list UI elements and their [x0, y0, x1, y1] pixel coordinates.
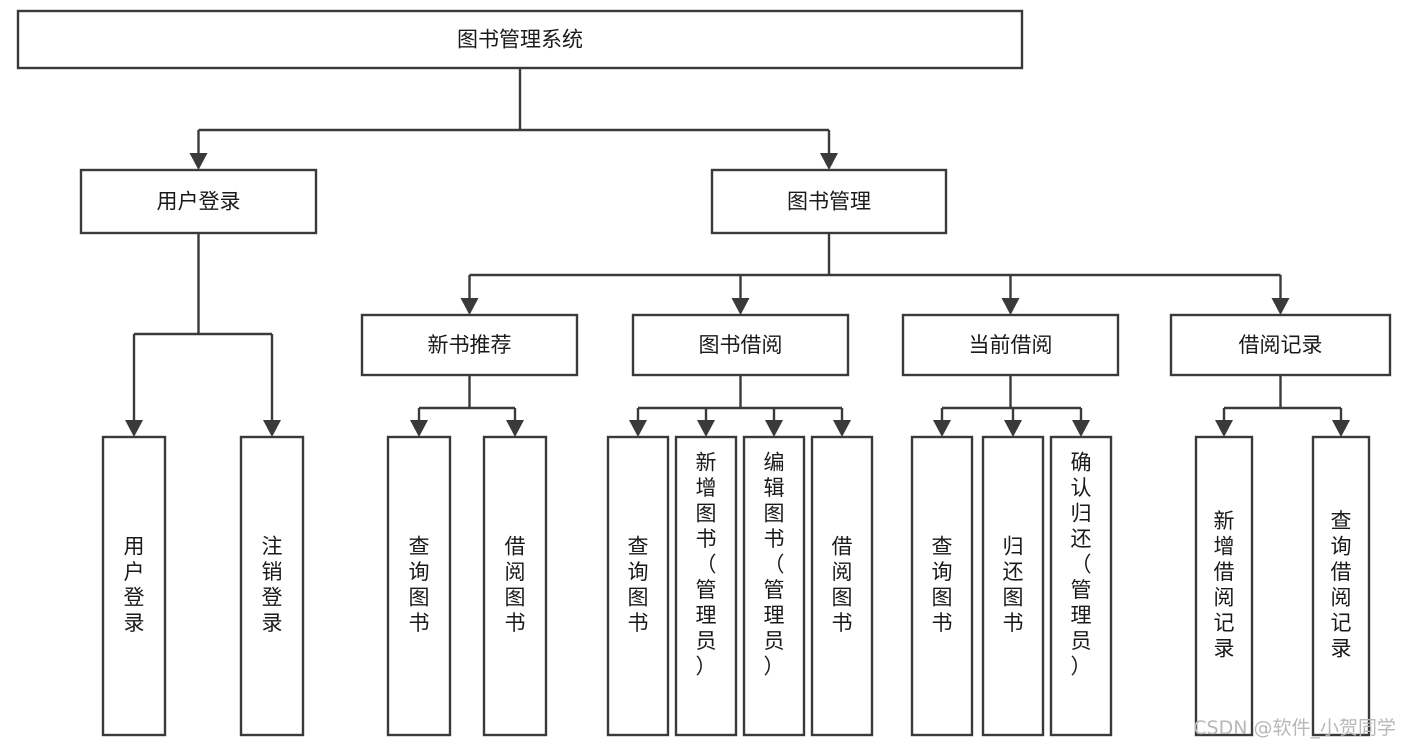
- node-current-borrow[interactable]: 当前借阅: [901, 313, 1120, 377]
- node-label-current-borrow: 当前借阅: [969, 333, 1053, 357]
- arrow-head-leaf-borrow-book: [833, 420, 851, 437]
- arrow-head-user-login: [189, 153, 208, 170]
- node-box-borrow-record: [1169, 313, 1392, 377]
- node-label-leaf-borrow-book-recommend: 借阅图书: [505, 534, 526, 635]
- node-label-leaf-query-book-recommend: 查询图书: [409, 534, 430, 635]
- node-label-borrow-record: 借阅记录: [1239, 333, 1323, 357]
- node-box-leaf-add-borrow-record: [1194, 435, 1254, 737]
- node-label-new-book-recommend: 新书推荐: [428, 333, 512, 357]
- node-label-leaf-query-book-current: 查询图书: [932, 534, 953, 635]
- node-box-leaf-add-book: [674, 435, 738, 737]
- node-leaf-edit-book[interactable]: 编辑图书（管理员）: [742, 435, 806, 737]
- arrow-head-leaf-query-book-borrow: [629, 420, 647, 437]
- node-box-leaf-confirm-return: [1049, 435, 1113, 737]
- node-leaf-user-login[interactable]: 用户登录: [101, 435, 167, 737]
- arrow-head-leaf-add-borrow-record: [1215, 420, 1233, 437]
- node-user-login[interactable]: 用户登录: [79, 168, 318, 235]
- arrow-head-leaf-query-borrow-record: [1332, 420, 1350, 437]
- arrow-head-leaf-borrow-book-recommend: [506, 420, 524, 437]
- arrow-head-borrow-record: [1271, 298, 1290, 315]
- node-borrow-record[interactable]: 借阅记录: [1169, 313, 1392, 377]
- node-label-root: 图书管理系统: [457, 28, 583, 52]
- node-box-root: [16, 9, 1024, 70]
- node-leaf-return-book[interactable]: 归还图书: [981, 435, 1045, 737]
- node-box-new-book-recommend: [360, 313, 579, 377]
- node-book-borrow[interactable]: 图书借阅: [631, 313, 850, 377]
- connector-layer: [125, 68, 1350, 437]
- node-box-leaf-user-login: [101, 435, 167, 737]
- arrow-head-leaf-confirm-return: [1072, 420, 1090, 437]
- node-box-book-borrow: [631, 313, 850, 377]
- node-box-leaf-edit-book: [742, 435, 806, 737]
- node-box-leaf-query-book-current: [910, 435, 974, 737]
- arrow-head-leaf-user-logout: [263, 420, 281, 437]
- csdn-watermark: CSDN @软件_小贺同学: [1193, 717, 1396, 739]
- node-box-user-login: [79, 168, 318, 235]
- node-leaf-query-book-borrow[interactable]: 查询图书: [606, 435, 670, 737]
- node-leaf-user-logout[interactable]: 注销登录: [239, 435, 305, 737]
- node-leaf-query-borrow-record[interactable]: 查询借阅记录: [1311, 435, 1371, 737]
- node-leaf-borrow-book[interactable]: 借阅图书: [810, 435, 874, 737]
- node-box-leaf-borrow-book: [810, 435, 874, 737]
- node-box-leaf-borrow-book-recommend: [482, 435, 548, 737]
- arrow-head-leaf-add-book: [697, 420, 715, 437]
- node-box-leaf-user-logout: [239, 435, 305, 737]
- arrow-head-leaf-user-login: [125, 420, 143, 437]
- arrow-head-leaf-edit-book: [765, 420, 783, 437]
- node-label-leaf-borrow-book: 借阅图书: [832, 534, 853, 635]
- node-box-leaf-query-book-recommend: [386, 435, 452, 737]
- node-root[interactable]: 图书管理系统: [16, 9, 1024, 70]
- node-leaf-query-book-recommend[interactable]: 查询图书: [386, 435, 452, 737]
- arrow-head-current-borrow: [1001, 298, 1020, 315]
- arrow-head-leaf-return-book: [1004, 420, 1022, 437]
- node-label-leaf-add-borrow-record: 新增借阅记录: [1214, 509, 1235, 661]
- arrow-head-book-management: [820, 153, 838, 170]
- node-leaf-confirm-return[interactable]: 确认归还（管理员）: [1049, 435, 1113, 737]
- node-leaf-add-book[interactable]: 新增图书（管理员）: [674, 435, 738, 737]
- node-label-leaf-user-login: 用户登录: [124, 534, 145, 635]
- node-new-book-recommend[interactable]: 新书推荐: [360, 313, 579, 377]
- node-layer: 图书管理系统用户登录图书管理新书推荐图书借阅当前借阅借阅记录用户登录注销登录查询…: [16, 9, 1392, 737]
- node-label-user-login: 用户登录: [157, 190, 241, 214]
- node-box-book-management: [710, 168, 948, 235]
- node-label-leaf-add-book: 新增图书（管理员）: [696, 450, 717, 678]
- node-box-leaf-query-book-borrow: [606, 435, 670, 737]
- node-leaf-add-borrow-record[interactable]: 新增借阅记录: [1194, 435, 1254, 737]
- node-box-leaf-query-borrow-record: [1311, 435, 1371, 737]
- node-label-book-management: 图书管理: [787, 190, 871, 214]
- arrow-head-new-book-recommend: [460, 298, 479, 315]
- node-label-leaf-query-book-borrow: 查询图书: [628, 534, 649, 635]
- node-leaf-query-book-current[interactable]: 查询图书: [910, 435, 974, 737]
- node-label-leaf-return-book: 归还图书: [1003, 534, 1024, 635]
- node-leaf-borrow-book-recommend[interactable]: 借阅图书: [482, 435, 548, 737]
- arrow-head-leaf-query-book-current: [933, 420, 951, 437]
- node-book-management[interactable]: 图书管理: [710, 168, 948, 235]
- node-label-leaf-query-borrow-record: 查询借阅记录: [1331, 509, 1352, 661]
- node-box-leaf-return-book: [981, 435, 1045, 737]
- arrow-head-leaf-query-book-recommend: [410, 420, 428, 437]
- node-label-leaf-user-logout: 注销登录: [262, 534, 283, 635]
- node-box-current-borrow: [901, 313, 1120, 377]
- node-label-leaf-confirm-return: 确认归还（管理员）: [1071, 450, 1092, 678]
- node-label-book-borrow: 图书借阅: [699, 333, 783, 357]
- arrow-head-book-borrow: [731, 298, 750, 315]
- node-label-leaf-edit-book: 编辑图书（管理员）: [764, 450, 785, 678]
